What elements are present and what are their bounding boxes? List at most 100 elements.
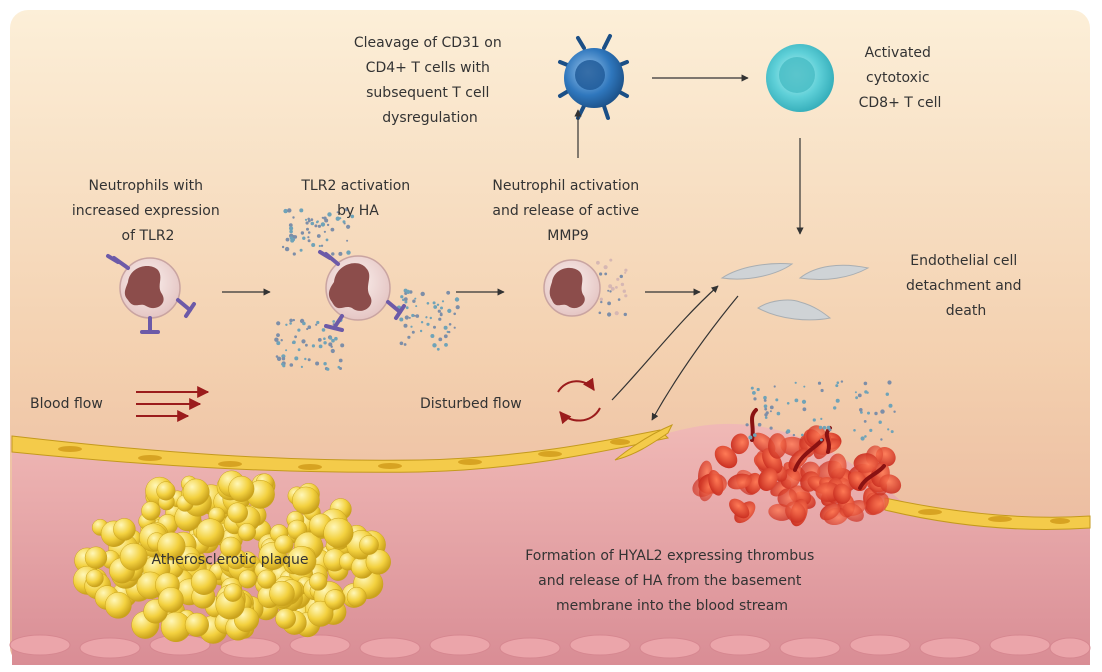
ha-particle <box>408 316 411 319</box>
ha-particle <box>822 425 827 430</box>
cd8-label-line: Activated <box>865 45 931 61</box>
plaque-lipid-droplet <box>182 553 201 572</box>
pathway-arrows <box>222 74 804 421</box>
plaque-lipid-droplet <box>238 569 258 589</box>
red-blood-cell <box>842 502 864 522</box>
neutrophil-tlr2-label-line: of TLR2 <box>122 228 175 244</box>
ha-particle <box>598 311 602 315</box>
plaque-label: Atherosclerotic plaque <box>151 552 308 568</box>
ha-particle <box>406 289 411 294</box>
endothelium-nuclei <box>58 439 1070 524</box>
ha-particle <box>885 392 889 396</box>
endothelial-label-line: death <box>946 303 986 319</box>
ha-particle <box>769 405 774 410</box>
ha-particle <box>282 364 286 368</box>
atherosclerotic-plaque <box>73 470 391 644</box>
ha-particle <box>325 238 329 242</box>
mmp9-label-line: MMP9 <box>547 228 589 244</box>
ha-particle <box>617 298 621 301</box>
ha-particle <box>857 393 862 398</box>
ha-particle <box>323 337 326 341</box>
ha-particle <box>307 217 311 221</box>
ha-particle <box>610 287 615 291</box>
ha-particle <box>436 347 440 351</box>
ha-particle <box>323 230 326 233</box>
ha-particle <box>415 305 418 308</box>
ha-particle <box>283 208 288 214</box>
ha-particle <box>750 386 754 390</box>
ha-particle <box>294 356 299 361</box>
ha-particle <box>315 323 318 326</box>
ha-particle <box>307 236 310 239</box>
ha-particle <box>419 329 423 333</box>
plaque-lipid-droplet <box>324 589 345 610</box>
ha-particle <box>436 303 440 306</box>
thrombus-label: Formation of HYAL2 expressing thrombus a… <box>525 548 819 614</box>
ha-particle <box>764 413 768 417</box>
mmp9-label-line: and release of active <box>492 203 639 219</box>
ha-particle <box>820 438 823 442</box>
plaque-lipid-droplet <box>257 569 277 589</box>
plaque-lipid-droplet <box>228 475 255 502</box>
ha-particle <box>818 425 823 430</box>
ha-particle <box>867 411 870 415</box>
ha-particle <box>763 404 768 409</box>
ha-particle <box>820 417 823 420</box>
ha-particle <box>443 334 448 339</box>
ha-particle <box>764 416 768 419</box>
ha-particle <box>317 338 322 342</box>
ha-particle <box>890 430 894 434</box>
fibrin-strands <box>750 408 886 490</box>
ha-particle <box>812 418 816 422</box>
ha-particle <box>307 231 311 234</box>
ha-particle <box>425 316 428 319</box>
ha-particle <box>287 208 292 213</box>
ha-particle <box>624 271 627 274</box>
ha-particle <box>826 425 831 430</box>
endothelium-layer-right <box>884 497 1091 530</box>
ha-particle <box>399 317 404 322</box>
ha-particle <box>342 220 346 224</box>
ha-particle <box>430 334 435 338</box>
plaque-lipid-droplet <box>190 568 218 595</box>
ha-particle <box>887 428 890 431</box>
plaque-lipid-droplet <box>119 542 148 571</box>
ha-particle <box>288 223 293 228</box>
ha-particle <box>410 325 413 328</box>
ha-particle <box>305 221 309 225</box>
ha-particle <box>426 322 430 326</box>
ha-particle <box>433 305 438 309</box>
ha-particle <box>794 381 797 384</box>
detached-endothelial-cells <box>720 263 870 321</box>
cd31-label-line: CD4+ T cells with <box>366 60 490 76</box>
ha-particle <box>330 227 335 232</box>
plaque-lipid-droplet <box>141 501 161 521</box>
ha-particle <box>440 306 443 310</box>
ha-particle <box>411 313 415 318</box>
ha-particle <box>769 410 772 413</box>
ha-particle <box>276 341 281 346</box>
red-blood-cell <box>819 503 840 521</box>
plaque-lipid-droplet <box>274 534 294 554</box>
ha-particle <box>863 381 868 386</box>
ha-particle <box>407 335 411 339</box>
ha-particle <box>792 433 796 437</box>
ha-particle <box>864 390 868 394</box>
ha-particle <box>289 229 293 234</box>
plaque-lipid-droplet <box>292 486 320 515</box>
red-blood-cell <box>727 473 752 490</box>
ha-particle <box>860 411 863 414</box>
plaque-lipid-droplet <box>84 546 108 569</box>
ha-particle <box>307 239 311 243</box>
mmp9-label-line: Neutrophil activation <box>492 178 639 194</box>
ha-particle <box>336 211 339 214</box>
ha-particle <box>302 236 306 240</box>
ha-particle <box>301 339 306 344</box>
ha-particle <box>869 428 873 432</box>
ha-particle <box>817 381 822 385</box>
ha-particle <box>763 395 767 400</box>
ha-particle <box>745 423 749 427</box>
plaque-lipid-droplet <box>237 523 256 542</box>
basement-cell-layer <box>9 634 1091 659</box>
